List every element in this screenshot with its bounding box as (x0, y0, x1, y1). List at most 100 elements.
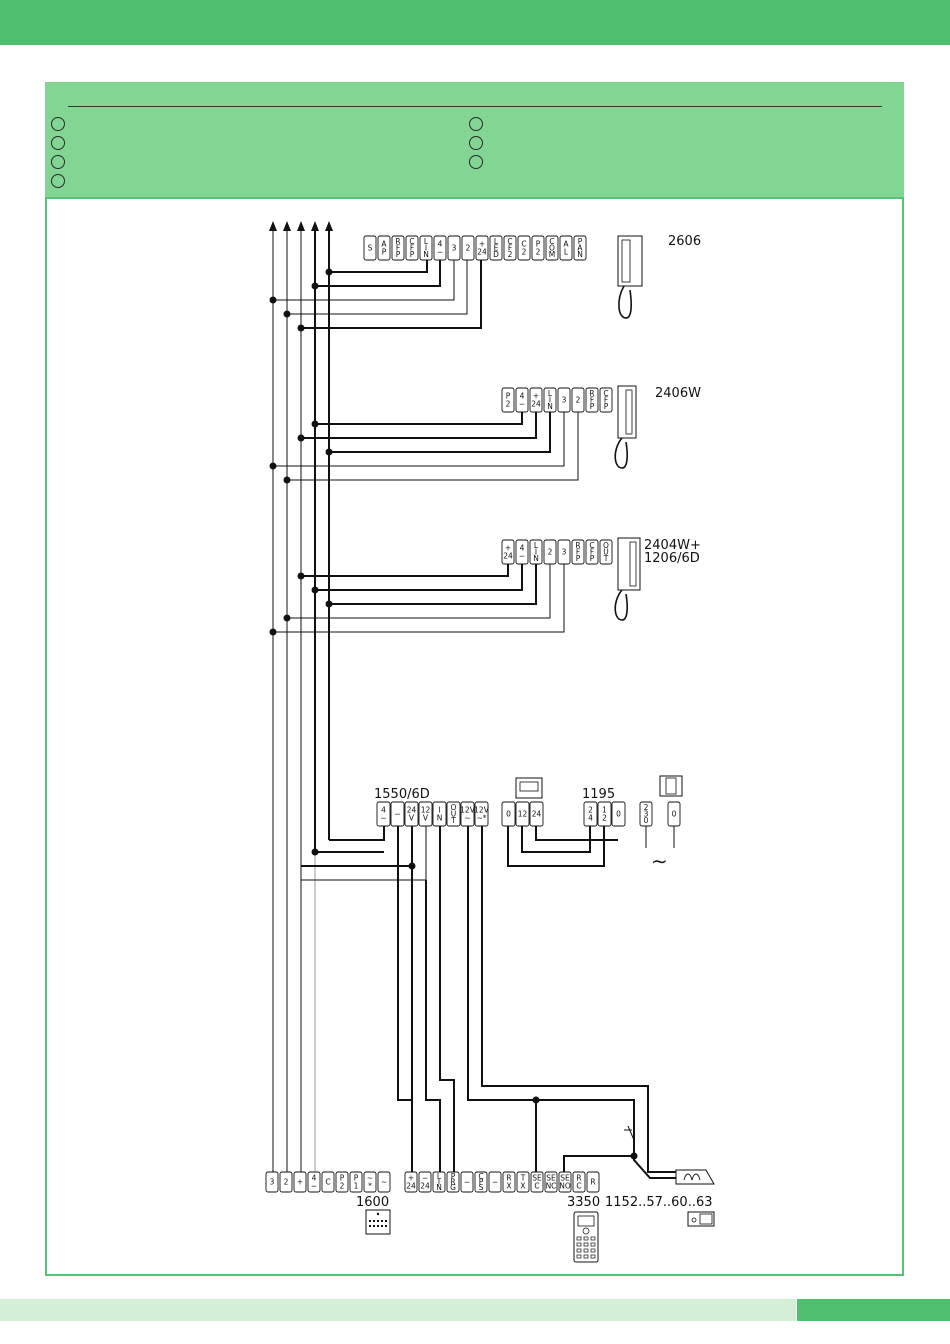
terminal (377, 1171, 391, 1193)
terminal-label: P (396, 250, 401, 259)
terminal-label: V (423, 814, 429, 823)
terminal-label: 4 (438, 240, 443, 249)
terminal (529, 539, 543, 565)
power-supply-icon (659, 775, 683, 797)
terminal-label: 4 (588, 814, 593, 823)
terminal-label: R (506, 1174, 511, 1183)
terminal (543, 539, 557, 565)
terminal-label: I (549, 396, 551, 405)
terminal-label: 4 (312, 1174, 317, 1183)
terminal-label: NO (559, 1182, 571, 1191)
terminal-label: − (422, 1174, 428, 1183)
terminal (501, 387, 515, 413)
label-1152-63: 1152..57..60..63 (605, 1195, 713, 1210)
terminal-label: I (425, 244, 427, 253)
legend-marker-1 (51, 117, 65, 131)
terminal-label: 2 (602, 814, 607, 823)
terminal (611, 801, 626, 827)
terminal (418, 801, 433, 827)
terminal-label: L (424, 237, 429, 246)
terminal-label: P (451, 1172, 456, 1181)
remote-icon (573, 1211, 599, 1263)
terminal-label: R (395, 237, 400, 246)
label-2406w: 2406W (655, 386, 701, 401)
terminal-label: V (409, 814, 415, 823)
terminal-label: L (437, 1172, 442, 1181)
terminal-label: I (438, 806, 440, 815)
terminal-label: P (578, 237, 583, 246)
terminal (545, 235, 559, 261)
terminal-label: 24 (503, 552, 513, 561)
terminal-label: I (535, 548, 537, 557)
terminal-label: L (534, 541, 539, 550)
terminal (515, 387, 529, 413)
terminal (501, 801, 516, 827)
terminal-label: C (589, 541, 594, 550)
legend-marker-7 (469, 155, 483, 169)
terminal (516, 1171, 530, 1193)
terminal-label: E (494, 244, 499, 253)
terminal-label: L (494, 237, 499, 246)
terminal-label: T (603, 554, 609, 563)
terminal-label: P (590, 402, 595, 411)
terminal-label: D (493, 250, 499, 259)
terminal (489, 235, 503, 261)
terminal-label: R (590, 1178, 595, 1187)
terminal-label: G (450, 1183, 456, 1192)
terminal (517, 235, 531, 261)
terminal-label: R (575, 541, 580, 550)
wires-2406w (269, 412, 579, 484)
terminal-label: O (549, 244, 555, 253)
label-1195: 1195 (582, 787, 615, 802)
terminal-label: 2 (576, 396, 581, 405)
terminal-label: T (520, 1174, 526, 1183)
terminal-label: 2 (644, 803, 649, 812)
terminal-label: 4 (520, 544, 525, 553)
terminal-label: 24 (406, 1182, 416, 1191)
terminal-label: C (507, 237, 512, 246)
riser-bus (269, 221, 333, 1172)
terminal-label: P (536, 240, 541, 249)
legend-rule (68, 106, 882, 107)
wires-2606 (269, 260, 482, 332)
terminal-label: U (603, 548, 609, 557)
terminal-label: 2 (466, 244, 471, 253)
terminal (279, 1171, 293, 1193)
terminal (571, 539, 585, 565)
terminal (529, 801, 544, 827)
terminal (432, 1171, 446, 1193)
legend-marker-6 (469, 136, 483, 150)
terminal-label: R (576, 1174, 581, 1183)
terminal (572, 1171, 586, 1193)
terminal-label: SE (546, 1174, 556, 1183)
terminal-label: C (603, 389, 608, 398)
terminal-label: C (478, 1172, 483, 1181)
terminal (335, 1171, 349, 1193)
terminal-label: P (382, 248, 387, 257)
top-banner (0, 0, 950, 45)
label-1206-6d: 1206/6D (644, 551, 700, 566)
terminal (404, 801, 419, 827)
terminal-label: A (381, 240, 387, 249)
handset-2406w (614, 385, 637, 469)
terminal (583, 801, 598, 827)
terminal (475, 235, 489, 261)
terminal-label: SE (532, 1174, 542, 1183)
terminal (474, 801, 489, 827)
terminal (321, 1171, 335, 1193)
terminal (501, 539, 515, 565)
terminal-label: 24 (420, 1182, 430, 1191)
terminal-label: C (521, 240, 526, 249)
terminal-label: R (589, 389, 594, 398)
terminal (377, 235, 391, 261)
terminal (558, 1171, 572, 1193)
terminal-label: − (394, 810, 400, 819)
terminal (390, 801, 405, 827)
terminal (639, 801, 653, 827)
legend-marker-4 (51, 174, 65, 188)
terminal (433, 235, 447, 261)
